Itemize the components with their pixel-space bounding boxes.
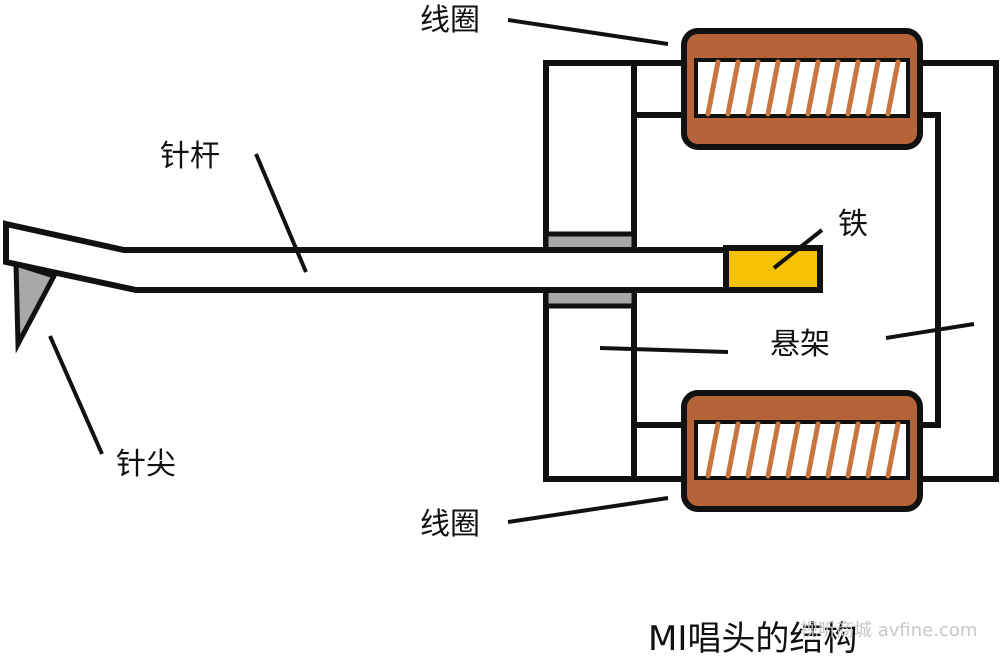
diagram-caption: MI唱头的结构 xyxy=(648,619,857,657)
coil-winding xyxy=(825,421,841,479)
coil-winding xyxy=(765,59,781,117)
upper-coil xyxy=(681,28,923,150)
coil-winding xyxy=(865,421,881,479)
leader-line-needle-rod xyxy=(254,153,308,273)
leader-line-suspension-left xyxy=(599,346,729,354)
needle-tip xyxy=(13,260,58,354)
leader-line-needle-tip xyxy=(48,335,104,455)
leader-line-coil-top xyxy=(507,18,669,46)
coil-winding xyxy=(805,421,821,479)
label-iron: 铁 xyxy=(838,207,868,242)
coil-winding xyxy=(785,59,801,117)
label-needle-tip: 针尖 xyxy=(116,447,176,482)
coil-winding xyxy=(805,59,821,117)
coil-winding xyxy=(825,59,841,117)
label-needle-rod: 针杆 xyxy=(160,139,220,174)
coil-winding xyxy=(885,421,901,479)
coil-winding xyxy=(725,59,741,117)
iron-piece xyxy=(723,245,823,293)
coil-winding xyxy=(705,59,721,117)
coil-winding xyxy=(885,59,901,117)
label-coil-top: 线圈 xyxy=(420,3,480,38)
leader-line-suspension-right xyxy=(885,322,975,340)
label-suspension: 悬架 xyxy=(770,327,830,362)
label-coil-bottom: 线圈 xyxy=(420,507,480,542)
coil-winding xyxy=(745,59,761,117)
coil-winding xyxy=(765,421,781,479)
leader-line-iron xyxy=(772,228,824,270)
coil-winding xyxy=(845,421,861,479)
watermark: 视听商城 avfine.com xyxy=(800,620,977,641)
coil-winding xyxy=(705,421,721,479)
coil-winding xyxy=(785,421,801,479)
lower-coil xyxy=(681,390,923,512)
coil-winding xyxy=(865,59,881,117)
coil-winding xyxy=(725,421,741,479)
coil-winding xyxy=(845,59,861,117)
coil-winding xyxy=(745,421,761,479)
leader-line-coil-bottom xyxy=(507,496,669,524)
